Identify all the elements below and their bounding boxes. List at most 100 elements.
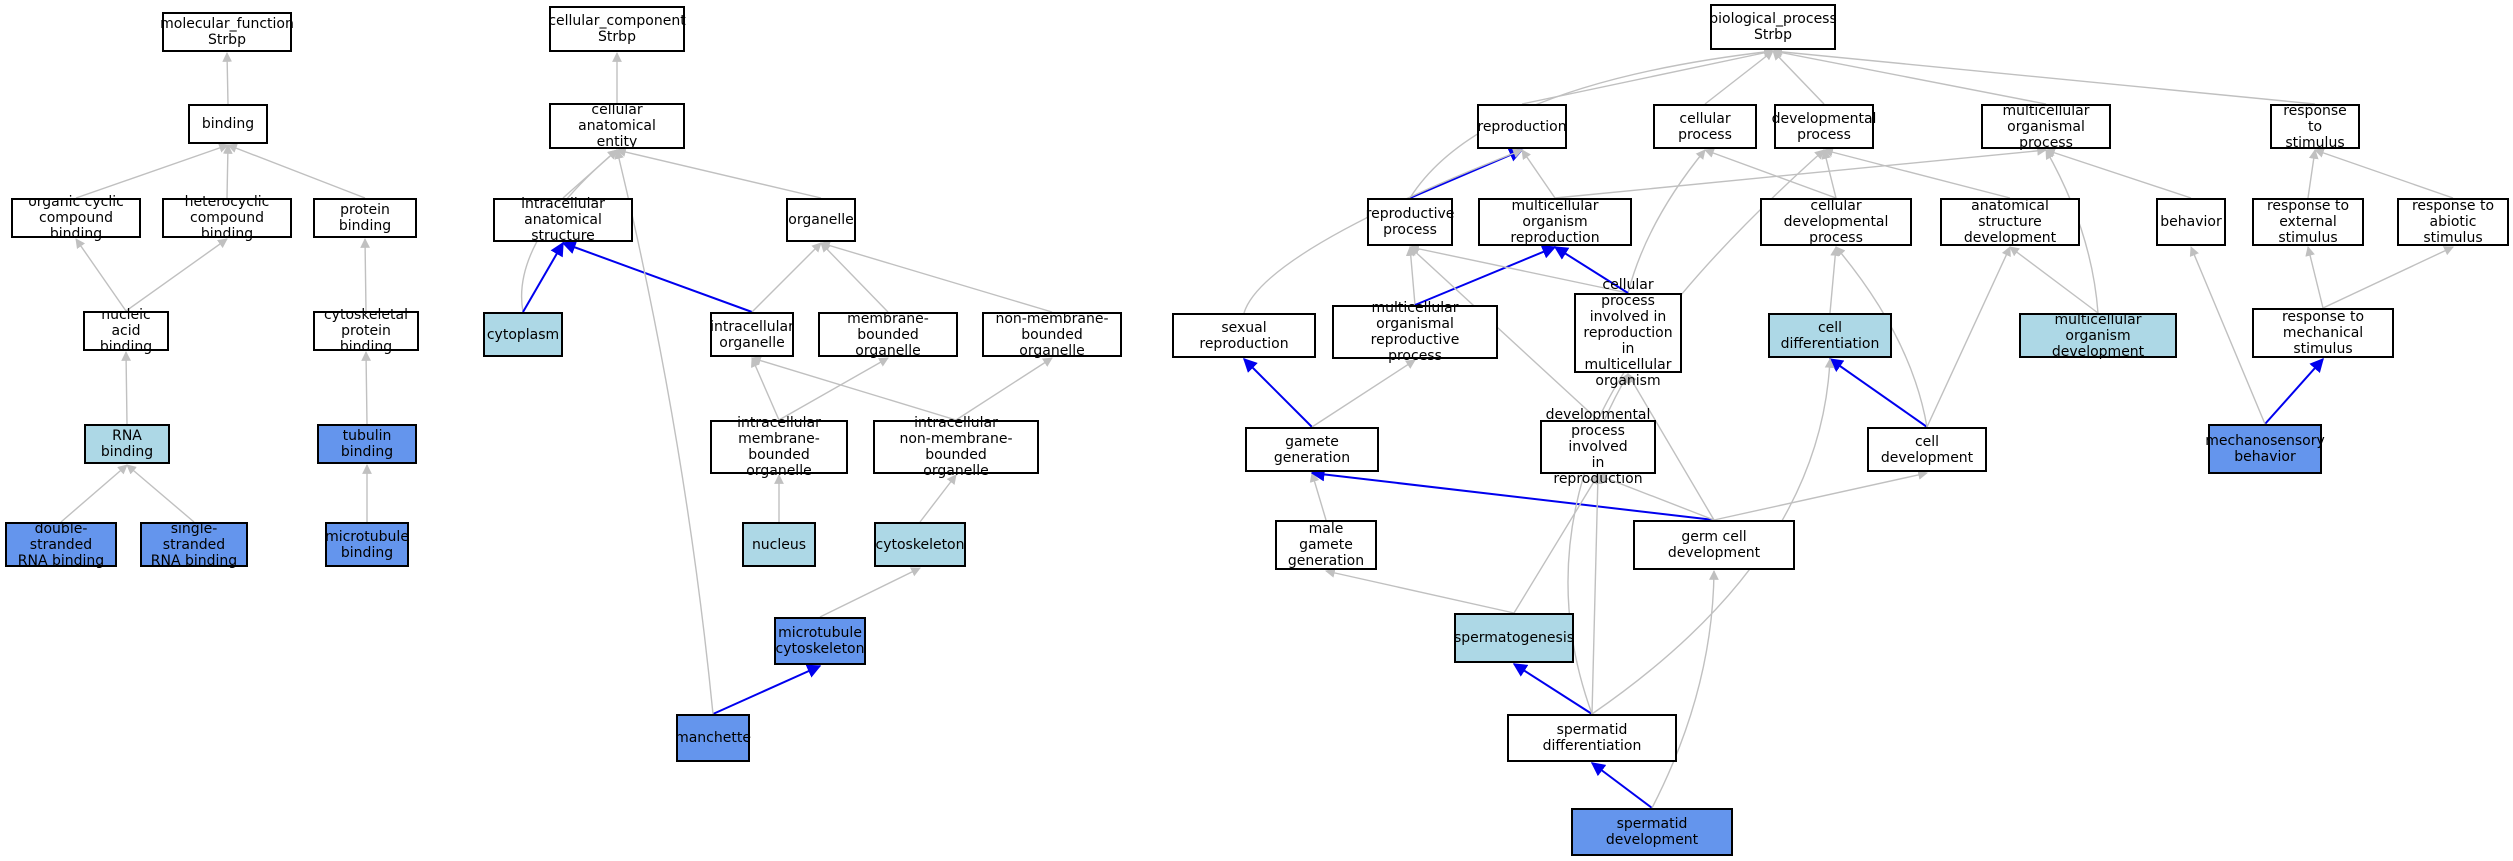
- node-cytoskeleton[interactable]: cytoskeleton: [874, 522, 966, 567]
- node-reproductive-process[interactable]: reproductive process: [1366, 198, 1454, 246]
- node-nucleic-acid[interactable]: nucleic acid binding: [83, 307, 169, 355]
- edge-resp-mechanical-to-resp-abiotic: [2322, 246, 2454, 309]
- node-tubulin-binding[interactable]: tubulin binding: [317, 424, 417, 464]
- node-manchette[interactable]: manchette: [675, 714, 751, 762]
- node-cellular-process[interactable]: cellular process: [1653, 104, 1757, 149]
- edge-non-membrane-bounded-to-organelle: [820, 240, 1053, 313]
- edge-germ-cell-development-to-cell-development: [1713, 470, 1928, 521]
- node-cell-differentiation[interactable]: cell differentiation: [1768, 313, 1892, 358]
- node-resp-mechanical[interactable]: response to mechanical stimulus: [2252, 308, 2394, 358]
- node-rna-binding[interactable]: RNA binding: [84, 424, 170, 464]
- node-mc-org-reproduction[interactable]: multicellular organism reproduction: [1478, 198, 1632, 246]
- edge-intra-organelle-to-intra-anat-struct: [561, 240, 753, 313]
- edge-mechanosensory-behavior-to-behavior: [2189, 246, 2266, 425]
- edge-spermatid-differentiation-to-dev-in-repro: [1591, 474, 1603, 715]
- edge-spermatid-development-to-germ-cell-development: [1651, 570, 1719, 809]
- edge-intra-nmb-org-to-intra-organelle: [751, 355, 957, 421]
- node-heterocyclic[interactable]: heterocyclic compound binding: [162, 194, 292, 242]
- node-binding[interactable]: binding: [188, 104, 268, 144]
- node-anat-struct-dev[interactable]: anatomical structure development: [1940, 198, 2080, 246]
- node-cp-in-repro[interactable]: cellular process involved in reproductio…: [1574, 277, 1682, 389]
- node-microtubule-cytoskeleton[interactable]: microtubule cytoskeleton: [774, 617, 866, 665]
- edge-cell-development-to-anat-struct-dev: [1926, 246, 2011, 428]
- node-intra-nmb-org[interactable]: intracellular non-membrane-bounded organ…: [873, 415, 1039, 479]
- node-cellular-component[interactable]: cellular_component Strbp: [548, 6, 686, 52]
- edge-cell-differentiation-to-cellular-dev-process: [1829, 246, 1841, 314]
- edge-mc-org-reproduction-to-multicellular-organismal-process: [1554, 145, 2047, 199]
- edge-intra-mb-org-to-intra-organelle: [751, 357, 780, 421]
- edge-cellular-dev-process-to-cellular-process: [1704, 148, 1837, 199]
- node-organic-cyclic[interactable]: organic cyclic compound binding: [11, 194, 141, 242]
- edge-spermatid-differentiation-to-cp-in-repro: [1567, 373, 1629, 715]
- edge-reproduction-to-biological-process: [1521, 48, 1774, 105]
- edge-binding-to-molecular-function: [222, 52, 233, 105]
- node-organelle[interactable]: organelle: [786, 198, 856, 242]
- edge-resp-external-to-response-to-stimulus: [2307, 149, 2319, 199]
- node-germ-cell-development[interactable]: germ cell development: [1633, 520, 1795, 570]
- edge-mc-org-development-to-multicellular-organismal-process: [2045, 149, 2099, 314]
- edge-cytoplasm-to-intra-anat-struct: [522, 241, 564, 313]
- node-mc-org-development[interactable]: multicellular organism development: [2019, 312, 2177, 360]
- edge-manchette-to-cell-anat-entity: [614, 149, 714, 715]
- node-spermatid-development[interactable]: spermatid development: [1571, 808, 1733, 856]
- edge-nucleic-acid-to-heterocyclic: [125, 238, 228, 312]
- edge-cellular-dev-process-to-developmental-process: [1821, 149, 1837, 199]
- node-membrane-bounded[interactable]: membrane-bounded organelle: [818, 311, 958, 359]
- node-mechanosensory-behavior[interactable]: mechanosensory behavior: [2205, 424, 2325, 474]
- edge-germ-cell-development-to-cp-in-repro: [1627, 373, 1715, 521]
- node-gamete-generation[interactable]: gamete generation: [1245, 427, 1379, 472]
- edge-cp-in-repro-to-cellular-process: [1627, 149, 1706, 294]
- edge-cytoskeletal-pb-to-protein-binding: [360, 238, 371, 312]
- edge-cell-development-to-cellular-dev-process: [1835, 246, 1928, 428]
- edge-mc-org-repro-process-to-reproductive-process: [1405, 246, 1416, 306]
- node-protein-binding[interactable]: protein binding: [313, 198, 417, 238]
- node-cytoplasm[interactable]: cytoplasm: [483, 312, 563, 357]
- node-intra-mb-org[interactable]: intracellular membrane-bounded organelle: [710, 415, 848, 479]
- edge-intra-organelle-to-organelle: [751, 242, 822, 313]
- edge-germ-cell-development-to-dev-in-repro: [1597, 473, 1715, 521]
- node-cytoskeletal-pb[interactable]: cytoskeletal protein binding: [313, 307, 419, 355]
- node-cell-development[interactable]: cell development: [1867, 427, 1987, 472]
- node-resp-abiotic[interactable]: response to abiotic stimulus: [2397, 198, 2509, 246]
- node-reproduction[interactable]: reproduction: [1477, 104, 1567, 149]
- node-nucleus[interactable]: nucleus: [742, 522, 816, 567]
- node-non-membrane-bounded[interactable]: non-membrane-bounded organelle: [982, 311, 1122, 359]
- node-ds-rna[interactable]: double-stranded RNA binding: [5, 521, 117, 569]
- node-multicellular-organismal-process[interactable]: multicellular organismal process: [1981, 103, 2111, 151]
- node-cell-anat-entity[interactable]: cellular anatomical entity: [549, 102, 685, 150]
- edge-organic-cyclic-to-binding: [75, 143, 229, 199]
- edge-tubulin-binding-to-cytoskeletal-pb: [361, 351, 372, 425]
- edge-male-gamete-generation-to-gamete-generation: [1309, 472, 1327, 521]
- edge-sexual-reproduction-to-reproduction: [1243, 148, 1523, 314]
- node-spermatid-differentiation[interactable]: spermatid differentiation: [1507, 714, 1677, 762]
- node-response-to-stimulus[interactable]: response to stimulus: [2270, 103, 2360, 151]
- edge-mc-org-development-to-anat-struct-dev: [2009, 246, 2099, 314]
- edge-mc-org-reproduction-to-reproduction: [1521, 149, 1556, 199]
- node-cellular-dev-process[interactable]: cellular developmental process: [1760, 198, 1912, 246]
- node-male-gamete-generation[interactable]: male gamete generation: [1275, 520, 1377, 570]
- node-ss-rna[interactable]: single-stranded RNA binding: [140, 521, 248, 569]
- node-sexual-reproduction[interactable]: sexual reproduction: [1172, 313, 1316, 358]
- node-behavior[interactable]: behavior: [2156, 198, 2226, 246]
- node-developmental-process[interactable]: developmental process: [1772, 104, 1876, 149]
- node-spermatogenesis[interactable]: spermatogenesis: [1454, 613, 1574, 663]
- edge-rna-binding-to-nucleic-acid: [121, 351, 132, 425]
- edge-mechanosensory-behavior-to-resp-mechanical: [2264, 357, 2324, 425]
- node-mc-org-repro-process[interactable]: multicellular organismal reproductive pr…: [1332, 300, 1498, 364]
- edge-protein-binding-to-binding: [227, 143, 366, 199]
- node-dev-in-repro[interactable]: developmental process involved in reprod…: [1540, 407, 1656, 487]
- edge-dev-in-repro-to-reproductive-process: [1409, 246, 1599, 421]
- node-intra-anat-struct[interactable]: intracellular anatomical structure: [493, 196, 633, 244]
- node-biological-process[interactable]: biological_process Strbp: [1709, 4, 1837, 50]
- node-resp-external[interactable]: response to external stimulus: [2252, 198, 2364, 246]
- edge-spermatogenesis-to-dev-in-repro: [1513, 474, 1599, 614]
- edge-spermatogenesis-to-male-gamete-generation: [1325, 568, 1515, 614]
- edge-mc-org-repro-process-to-mc-org-reproduction: [1414, 245, 1557, 306]
- edge-spermatid-differentiation-to-spermatogenesis: [1512, 663, 1593, 715]
- edge-manchette-to-microtubule-cytoskeleton: [712, 664, 822, 715]
- node-microtubule-binding[interactable]: microtubule binding: [325, 522, 409, 567]
- node-intra-organelle[interactable]: intracellular organelle: [710, 312, 794, 357]
- node-molecular-function[interactable]: molecular_function Strbp: [160, 12, 294, 52]
